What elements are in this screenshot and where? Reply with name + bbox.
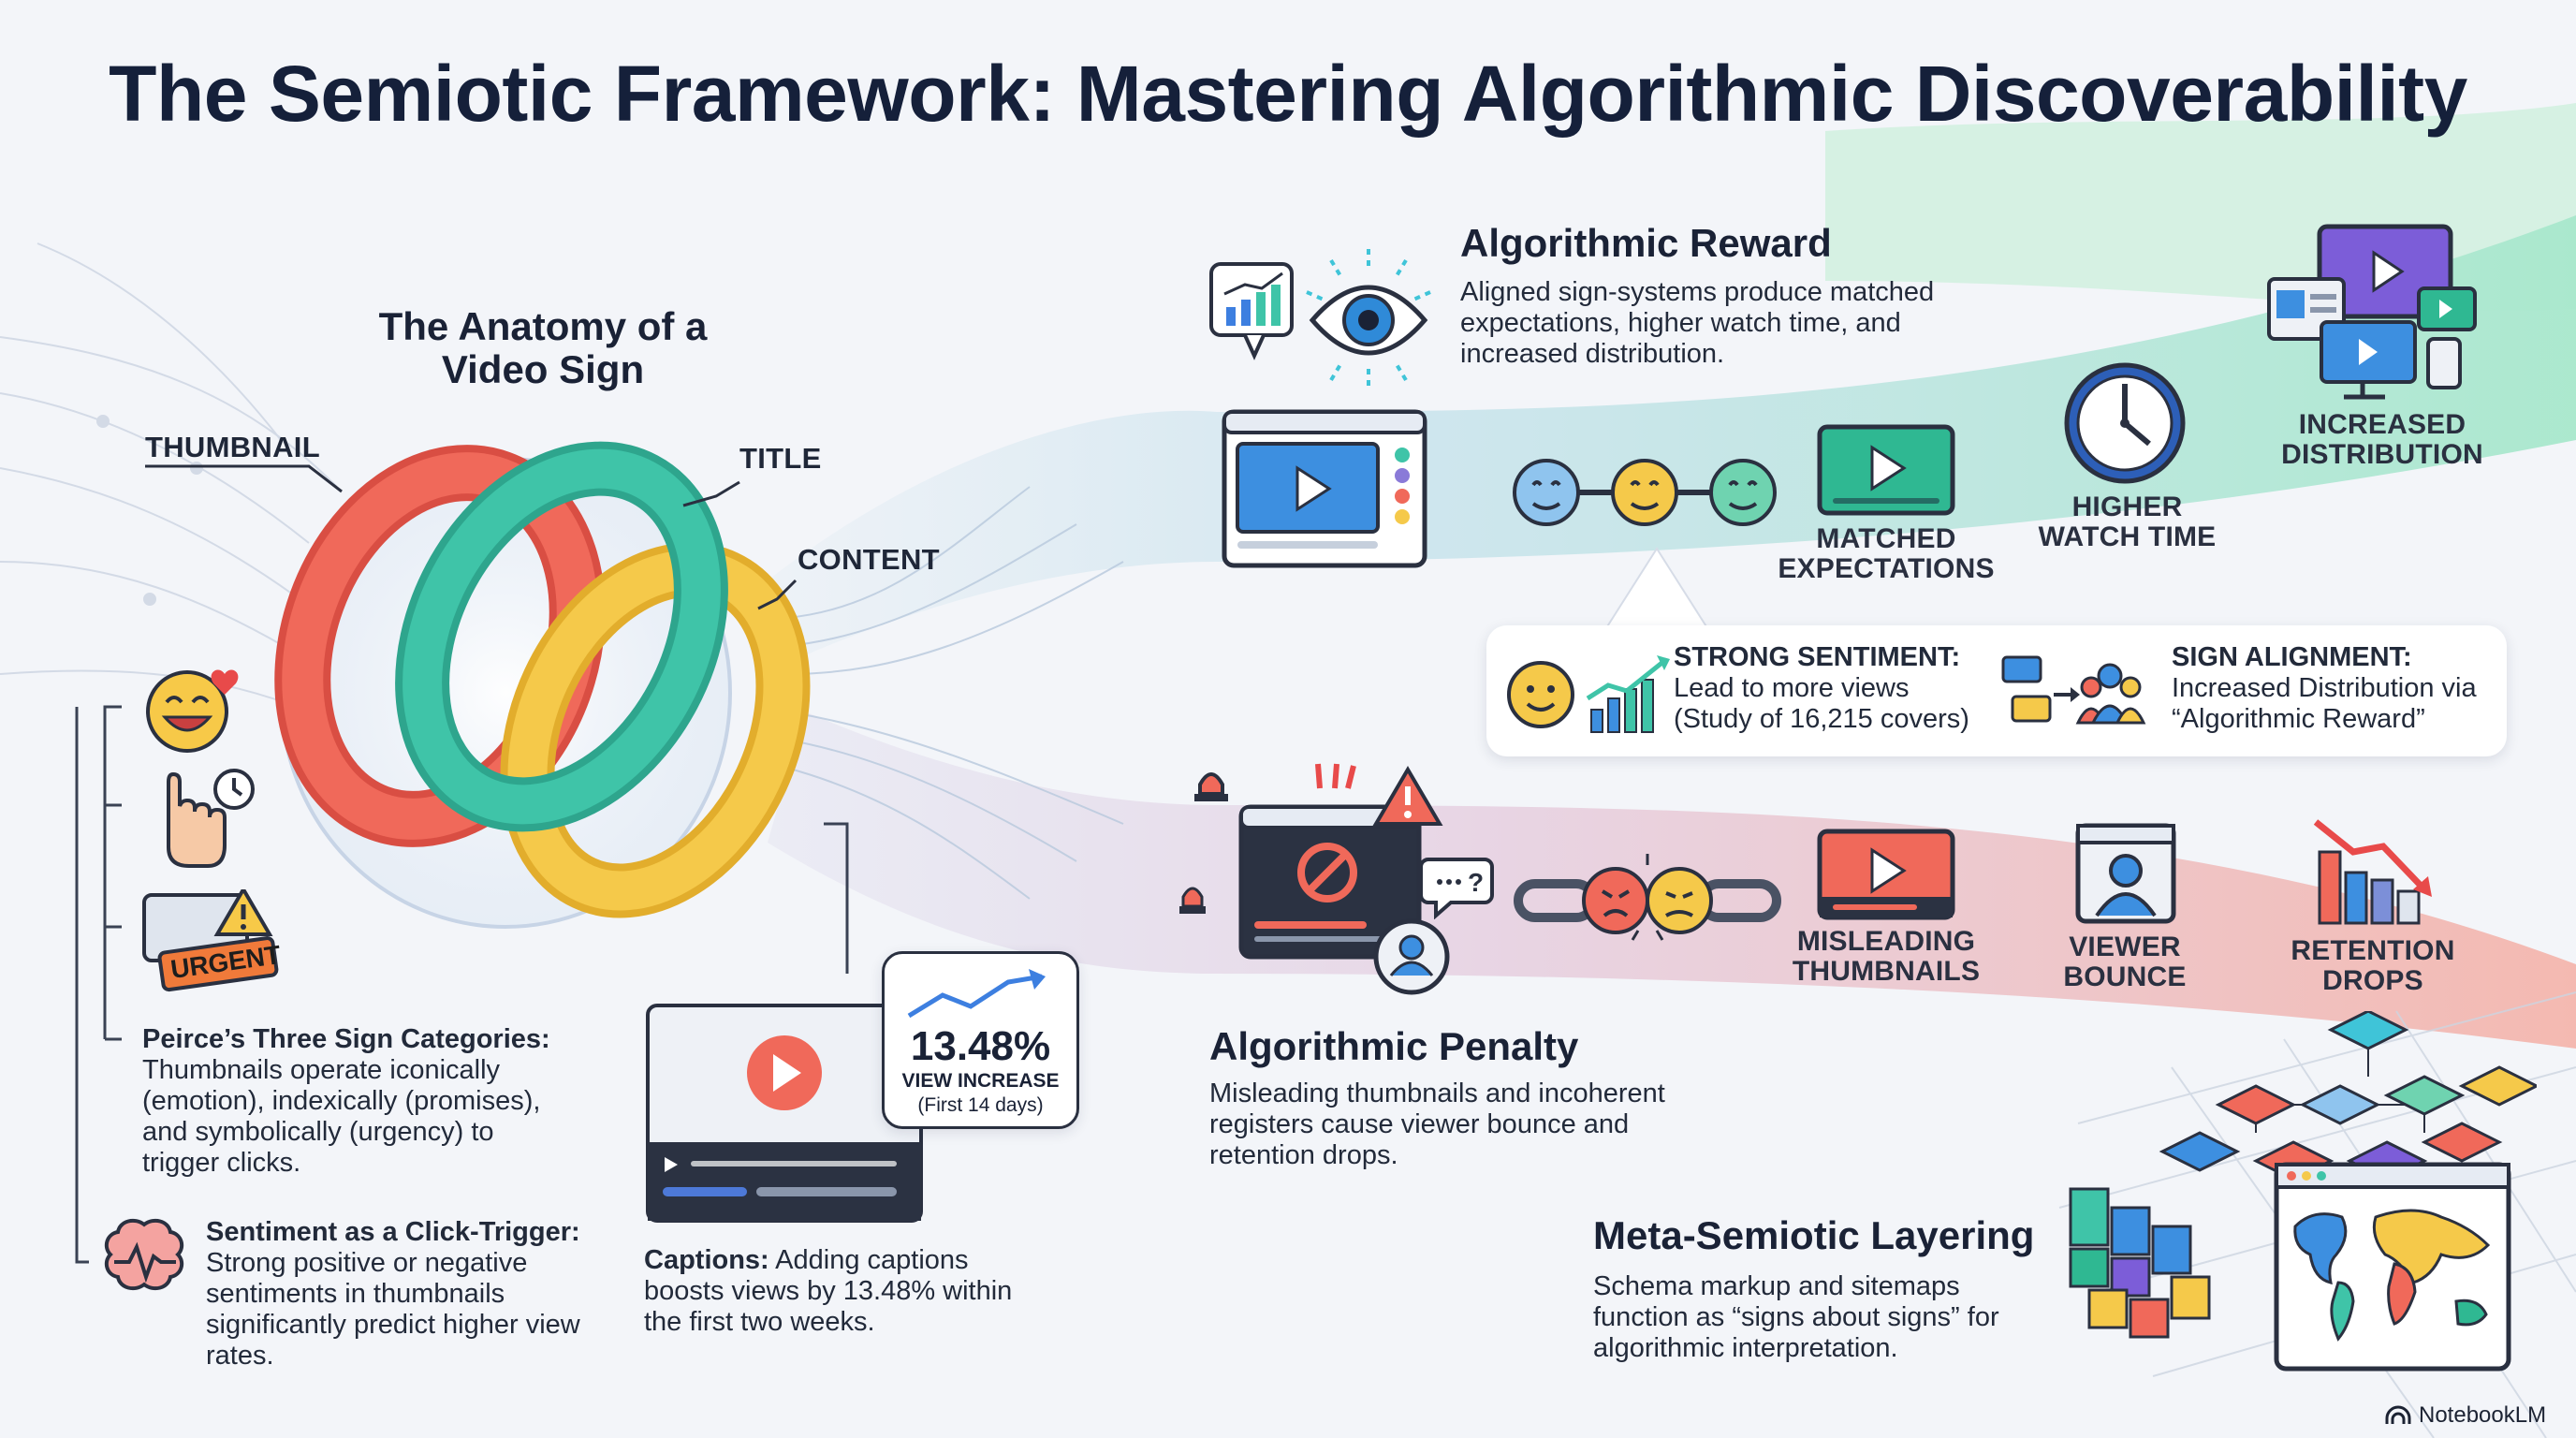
thumbnail-label: THUMBNAIL xyxy=(145,431,320,463)
peirce-heading: Peirce’s Three Sign Categories: xyxy=(142,1024,550,1054)
urgent-warning-icon xyxy=(142,889,279,992)
sentiment-heading: Sentiment as a Click-Trigger: xyxy=(206,1217,580,1247)
trend-up-icon xyxy=(907,969,1046,1019)
sentiment-faces-chain-icon xyxy=(1513,459,1777,526)
video-window-icon xyxy=(1222,409,1427,568)
blocked-video-alert-icon xyxy=(1179,763,1450,995)
peirce-block: Peirce’s Three Sign Categories: Thumbnai… xyxy=(142,1024,573,1179)
captions-text-block: Captions: Adding captions boosts views b… xyxy=(644,1245,1037,1338)
sign-alignment-icon xyxy=(2001,655,2146,725)
sentiment-block: Sentiment as a Click-Trigger: Strong pos… xyxy=(206,1217,599,1372)
caption-connector xyxy=(824,822,849,974)
peirce-text: Thumbnails operate iconically (emotion),… xyxy=(142,1055,541,1178)
retention-drop-chart-icon xyxy=(2313,819,2432,925)
retention-drops-label: RETENTION DROPS xyxy=(2291,935,2455,996)
smile-chart-icon xyxy=(1507,655,1670,733)
anatomy-heading: The Anatomy of a Video Sign xyxy=(378,304,708,391)
stat-value: 13.48% xyxy=(910,1023,1051,1069)
label-callouts xyxy=(145,464,798,610)
watermark-text: NotebookLM xyxy=(2419,1402,2547,1428)
meta-heading: Meta-Semiotic Layering xyxy=(1593,1213,2035,1257)
page-title: The Semiotic Framework: Mastering Algori… xyxy=(109,50,2467,138)
captions-heading: Captions: xyxy=(644,1245,769,1275)
title-label: TITLE xyxy=(739,442,822,475)
meta-text: Schema markup and sitemaps function as “… xyxy=(1593,1271,1999,1363)
insight-card: STRONG SENTIMENT: Lead to more views (St… xyxy=(1486,625,2507,756)
viewer-bounce-icon xyxy=(2075,823,2176,924)
multi-device-icon xyxy=(2267,224,2477,400)
reward-band xyxy=(768,215,2576,655)
notebooklm-logo-icon xyxy=(2385,1405,2411,1424)
stat-label: VIEW INCREASE xyxy=(901,1070,1060,1092)
svg-text:?: ? xyxy=(1468,868,1484,897)
broken-chain-faces-icon xyxy=(1514,854,1781,941)
stat-sub: (First 14 days) xyxy=(917,1094,1044,1116)
viewer-bounce-label: VIEWER BOUNCE xyxy=(2063,932,2187,992)
laughing-emoji-icon xyxy=(146,669,239,753)
higher-watch-time-label: HIGHER WATCH TIME xyxy=(2038,492,2217,552)
strong-sentiment-text: Lead to more views (Study of 16,215 cove… xyxy=(1674,673,1969,734)
watermark: NotebookLM xyxy=(2385,1402,2546,1429)
strong-sentiment-heading: STRONG SENTIMENT: xyxy=(1674,642,1961,672)
reward-heading: Algorithmic Reward xyxy=(1460,221,1832,265)
sign-alignment-text: Increased Distribution via “Algorithmic … xyxy=(2172,673,2477,734)
increased-distribution-label: INCREASED DISTRIBUTION xyxy=(2281,409,2483,470)
insight-card-pointer xyxy=(1603,547,1711,631)
caption-stat-card: 13.48% VIEW INCREASE (First 14 days) xyxy=(882,951,1079,1129)
flow-lines xyxy=(785,486,1124,900)
clock-icon xyxy=(2064,362,2186,484)
eye-icon xyxy=(1306,249,1431,391)
background-network-lines xyxy=(0,242,338,712)
click-hand-icon xyxy=(167,769,255,868)
penalty-heading: Algorithmic Penalty xyxy=(1209,1024,1579,1068)
captions-text: Adding captions boosts views by 13.48% w… xyxy=(644,1245,1013,1337)
matched-expectations-label: MATCHED EXPECTATIONS xyxy=(1778,523,1995,584)
reward-text: Aligned sign-systems produce matched exp… xyxy=(1460,277,1935,369)
chart-speech-icon xyxy=(1209,262,1294,360)
sign-rings xyxy=(274,441,811,918)
sentiment-text: Strong positive or negative sentiments i… xyxy=(206,1248,580,1371)
penalty-text: Misleading thumbnails and incoherent reg… xyxy=(1209,1078,1665,1170)
misleading-thumbnail-icon xyxy=(1817,829,1955,920)
strong-sentiment-block: STRONG SENTIMENT: Lead to more views (St… xyxy=(1674,642,2067,735)
data-blocks-icon xyxy=(2069,1187,2211,1339)
sign-alignment-block: SIGN ALIGNMENT: Increased Distribution v… xyxy=(2172,642,2509,735)
question-bubble-icon: ? xyxy=(1419,858,1494,919)
sign-alignment-heading: SIGN ALIGNMENT: xyxy=(2172,642,2412,672)
world-map-window-icon xyxy=(2274,1162,2511,1372)
misleading-thumbnails-label: MISLEADING THUMBNAILS xyxy=(1792,926,1981,987)
brain-icon xyxy=(104,1218,184,1291)
left-bracket xyxy=(75,705,122,1264)
matched-expectations-icon xyxy=(1817,424,1955,516)
content-label: CONTENT xyxy=(798,543,940,576)
